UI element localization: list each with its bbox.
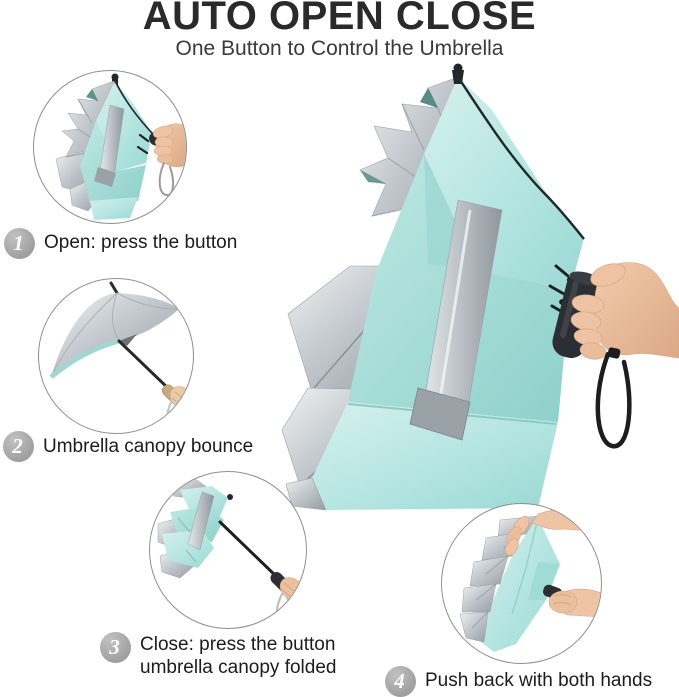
step-3-label-line2: umbrella canopy folded: [140, 657, 337, 678]
hero-umbrella-photo: [281, 63, 679, 510]
wrist-strap: [275, 592, 292, 625]
step4-illustration: [459, 507, 601, 652]
umbrella-shaft: [117, 339, 173, 393]
page-title: AUTO OPEN CLOSE: [142, 0, 537, 38]
step-1-label: Open: press the button: [44, 232, 238, 253]
page-subtitle: One Button to Control the Umbrella: [175, 37, 504, 60]
step-1: 1 Open: press the button: [4, 228, 237, 259]
hand: [153, 123, 186, 168]
umbrella-folded-bundle: [157, 477, 233, 579]
step-3-label-line1: Close: press the button: [140, 634, 336, 655]
umbrella-open-canopy: [49, 281, 180, 379]
step-2-number-badge: 2: [3, 431, 34, 462]
step-4-label: Push back with both hands: [425, 670, 653, 691]
umbrella-strap: [409, 199, 503, 441]
umbrella-folded: [55, 73, 153, 220]
umbrella-ferrule-tip: [452, 63, 464, 84]
step-3-number-badge: 3: [100, 632, 131, 663]
step-2-label: Umbrella canopy bounce: [43, 436, 254, 457]
step1-illustration: [55, 73, 186, 220]
wrist-strap: [158, 162, 175, 197]
step-2: 2 Umbrella canopy bounce: [3, 431, 253, 462]
step3-photo-circle: [149, 471, 307, 629]
step-4-number-badge: 4: [385, 666, 416, 697]
step-4: 4 Push back with both hands: [385, 666, 652, 697]
step2-illustration: [49, 281, 193, 429]
step1-photo-circle: [33, 70, 187, 224]
step4-photo-circle: [441, 503, 602, 664]
hand: [570, 262, 679, 360]
step-1-number-badge: 1: [4, 228, 35, 259]
umbrella-shaft: [218, 520, 280, 580]
hand-right: [548, 588, 601, 618]
wrist-strap: [595, 347, 632, 449]
step2-photo-circle: [38, 278, 194, 434]
step3-illustration: [157, 477, 305, 625]
